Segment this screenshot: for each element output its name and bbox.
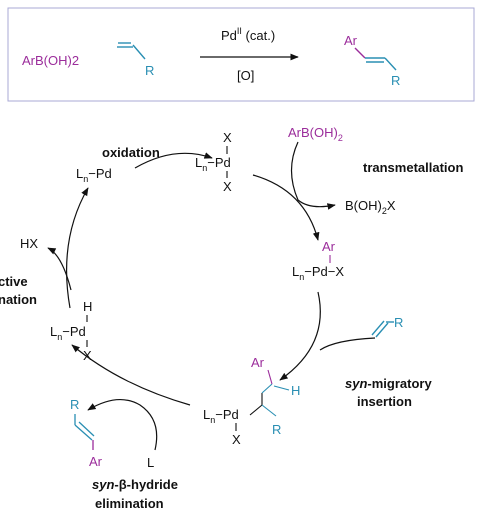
label-oxidation: oxidation — [102, 145, 160, 160]
olefin-r-label: R — [145, 63, 154, 78]
arrow-hx-out — [47, 247, 72, 291]
species-lnpd-h-x: H Ln−Pd X — [50, 299, 92, 363]
arrow-transmetallation — [252, 174, 320, 241]
svg-text:Ln−Pd: Ln−Pd — [50, 324, 86, 342]
svg-text:X: X — [83, 348, 92, 363]
svg-text:R: R — [272, 422, 281, 437]
svg-text:X: X — [223, 130, 232, 145]
olefin-reagent-r: R — [394, 315, 403, 330]
reagent-hx: HX — [20, 236, 38, 251]
arrow-reductive-elimination — [66, 187, 89, 309]
arrow-beta-elimination — [71, 344, 191, 406]
label-elimination: elimination — [95, 496, 164, 511]
svg-text:Ar: Ar — [251, 355, 265, 370]
overall-reaction-box — [7, 7, 475, 102]
species-lnpdx2: X Ln−Pd X — [195, 130, 232, 194]
species-lnpd: Ln−Pd — [76, 166, 112, 184]
svg-text:Ln−Pd−X: Ln−Pd−X — [292, 264, 344, 282]
reagent-ligand: L — [147, 455, 154, 470]
label-syn-beta-hydride: syn-β-hydride — [92, 477, 178, 492]
olefin-reagent — [371, 320, 394, 338]
svg-text:H: H — [83, 299, 92, 314]
svg-text:X: X — [223, 179, 232, 194]
species-lnpd-ar-x: Ar Ln−Pd−X — [292, 239, 344, 282]
product-ar-label: Ar — [344, 33, 358, 48]
arrow-olefin-in — [319, 337, 376, 351]
label-reductive-partial: ctive — [0, 274, 28, 289]
product-r-label: R — [391, 73, 400, 88]
label-elimination-partial: nation — [0, 292, 37, 307]
reactant-arboronic-acid: ArB(OH)2 — [22, 53, 79, 68]
oxidant-label: [O] — [237, 68, 254, 83]
arrow-ligand-in — [87, 399, 158, 451]
reagent-arboh2: ArB(OH)2 — [288, 125, 343, 143]
catalyst-label: PdII (cat.) — [221, 26, 275, 43]
svg-text:Ar: Ar — [322, 239, 336, 254]
svg-text:R: R — [70, 397, 79, 412]
label-transmetallation: transmetallation — [363, 160, 463, 175]
arrow-oxidation — [134, 152, 213, 169]
label-syn-migratory: syn-migratory — [345, 376, 432, 391]
arrow-insertion — [279, 291, 321, 381]
reagent-boh2x: B(OH)2X — [345, 198, 396, 216]
arrow-arboh2-in — [290, 141, 336, 210]
svg-text:H: H — [291, 383, 300, 398]
label-insertion: insertion — [357, 394, 412, 409]
svg-text:X: X — [232, 432, 241, 447]
olefin-structure — [117, 42, 146, 60]
svg-text:Ln−Pd: Ln−Pd — [76, 166, 112, 184]
svg-text:Ar: Ar — [89, 454, 103, 469]
species-alkyl-pd: Ln−Pd X Ar H R — [203, 355, 300, 447]
released-product: R Ar — [70, 397, 103, 469]
svg-text:Ln−Pd: Ln−Pd — [195, 155, 231, 173]
svg-text:Ln−Pd: Ln−Pd — [203, 407, 239, 425]
product-styrene-structure — [354, 47, 397, 71]
